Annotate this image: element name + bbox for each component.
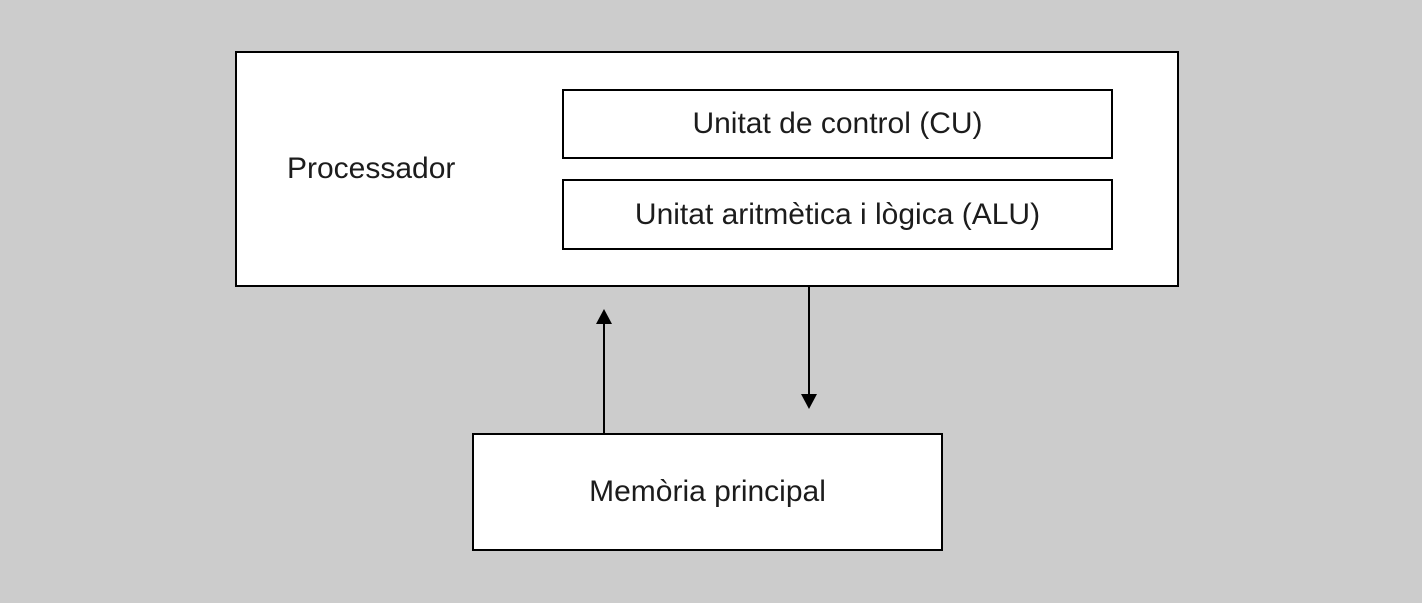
control-unit-box bbox=[562, 89, 1113, 159]
memory-to-processor-arrowhead-icon bbox=[596, 309, 612, 324]
control-unit-label: Unitat de control (CU) bbox=[692, 107, 983, 140]
main-memory-box bbox=[472, 433, 943, 551]
memory-to-processor-arrow-shaft bbox=[603, 323, 605, 433]
main-memory-label: Memòria principal bbox=[589, 475, 826, 508]
alu-box bbox=[562, 179, 1113, 250]
alu-label: Unitat aritmètica i lògica (ALU) bbox=[634, 197, 1041, 231]
processor-to-memory-arrowhead-icon bbox=[801, 394, 817, 409]
processor-to-memory-arrow-shaft bbox=[808, 287, 810, 394]
processor-label: Processador bbox=[287, 152, 456, 185]
